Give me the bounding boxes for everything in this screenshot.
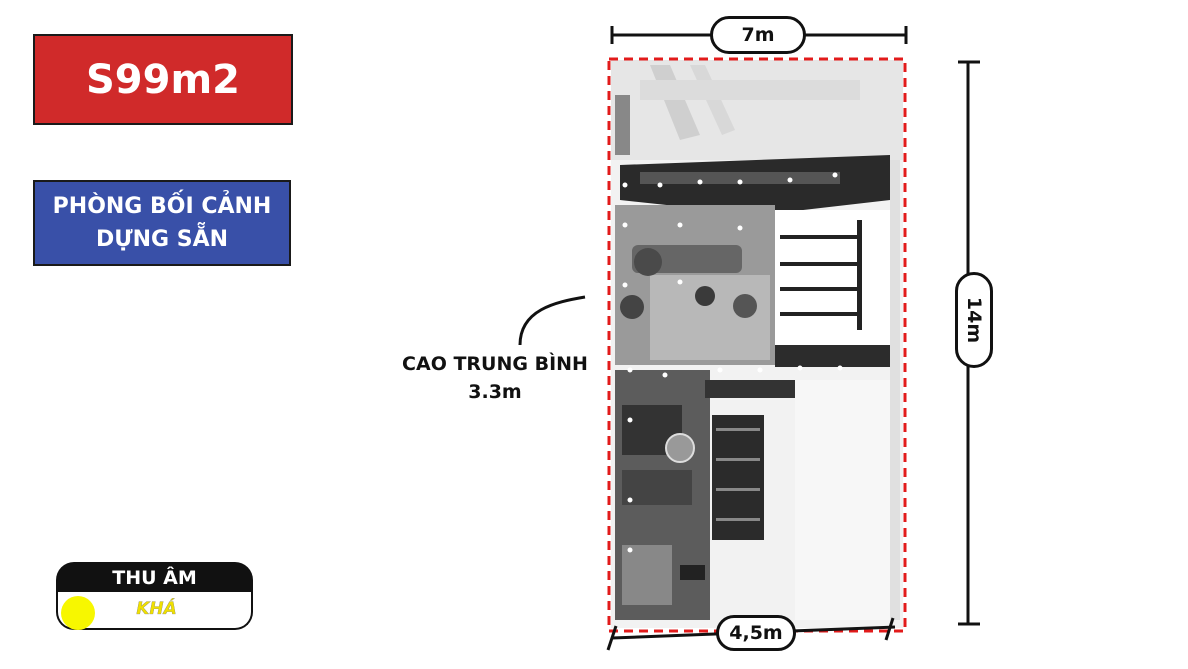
- label-pointer-line: [518, 295, 586, 346]
- ceiling-height-value: 3.3m: [468, 381, 522, 403]
- room-render: [611, 60, 903, 628]
- acoustic-level: KHÁ: [136, 599, 177, 619]
- room-type-line2: DỰNG SẴN: [95, 227, 229, 252]
- acoustic-level-bar: KHÁ: [56, 592, 253, 630]
- area-text: S99m2: [86, 56, 240, 103]
- width-top-value: 7m: [741, 24, 775, 46]
- room-type-line1: PHÒNG BỐI CẢNH: [52, 194, 272, 219]
- width-bottom-label: 4,5m: [716, 615, 796, 651]
- ceiling-height-label: CAO TRUNG BÌNH 3.3m: [380, 350, 610, 406]
- area-badge: S99m2: [33, 34, 293, 125]
- width-top-label: 7m: [710, 16, 806, 54]
- length-value: 14m: [963, 296, 985, 344]
- width-bottom-value: 4,5m: [729, 622, 783, 644]
- acoustic-title: THU ÂM: [56, 562, 253, 594]
- acoustic-indicator-dot: [61, 596, 95, 630]
- length-label: 14m: [955, 272, 993, 368]
- ceiling-height-title: CAO TRUNG BÌNH: [402, 353, 588, 375]
- room-type-badge: PHÒNG BỐI CẢNH DỰNG SẴN: [33, 180, 291, 266]
- acoustic-rating: THU ÂM KHÁ: [56, 562, 253, 630]
